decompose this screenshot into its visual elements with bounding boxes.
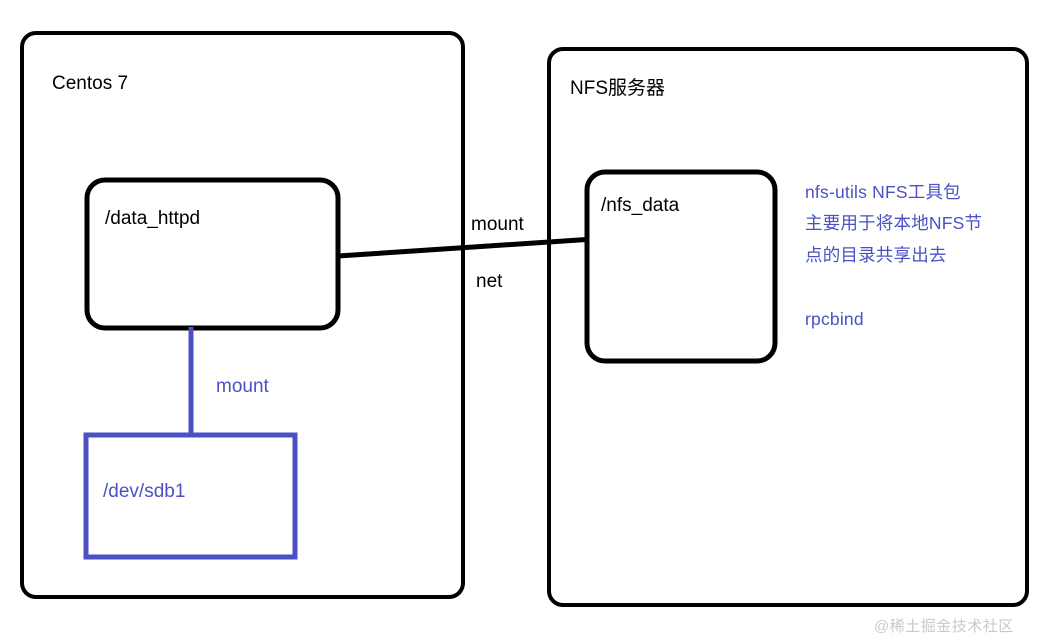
edge-label-net: net (476, 271, 503, 292)
connector-network-link[interactable] (337, 236, 595, 259)
edge-label-mount-local: mount (216, 376, 269, 397)
box-label-data-httpd: /data_httpd (105, 208, 201, 229)
edge-label-mount-network: mount (471, 214, 524, 235)
box-label-nfs-data: /nfs_data (601, 195, 680, 216)
box-data-httpd[interactable] (84, 177, 341, 331)
note-nfs-utils-line-3: 点的目录共享出去 (805, 245, 947, 265)
note-nfs-utils-line-2: 主要用于将本地NFS节 (805, 213, 983, 233)
host-title-nfs-server: NFS服务器 (570, 78, 666, 99)
box-label-dev-sdb1: /dev/sdb1 (103, 481, 186, 502)
watermark: @稀土掘金技术社区 (874, 618, 1014, 635)
host-title-centos: Centos 7 (52, 73, 129, 94)
host-container-nfs-server[interactable] (547, 47, 1029, 607)
box-nfs-data[interactable] (584, 169, 778, 364)
box-dev-sdb1[interactable] (83, 432, 298, 560)
note-nfs-utils-line-1: nfs-utils NFS工具包 (805, 182, 961, 202)
host-container-centos[interactable] (20, 31, 465, 599)
note-rpcbind: rpcbind (805, 309, 864, 329)
